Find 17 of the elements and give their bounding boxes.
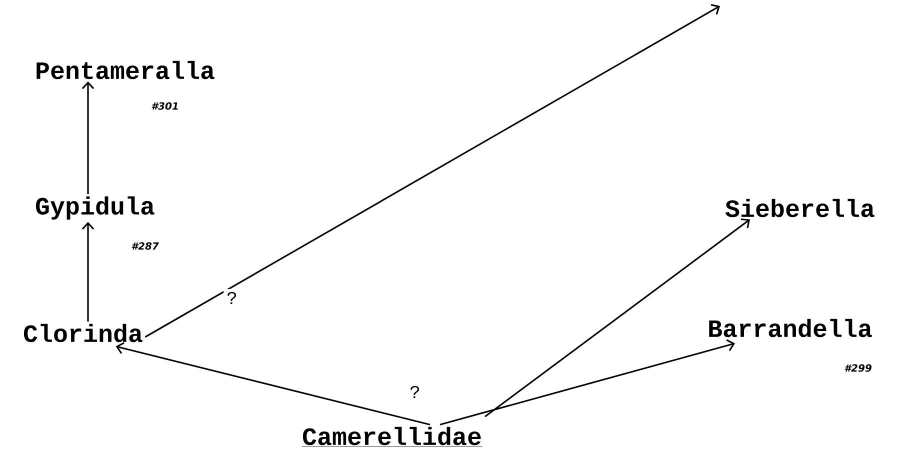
arrow xyxy=(82,81,94,194)
arrow xyxy=(116,342,430,426)
question-mark: ? xyxy=(224,288,240,308)
taxon-name: Sieberella xyxy=(725,198,874,218)
taxon-name: Pentameralla xyxy=(36,60,214,80)
specimen-number: #287 xyxy=(132,242,159,250)
arrow xyxy=(144,4,720,338)
arrow xyxy=(82,222,94,322)
question-mark: ? xyxy=(406,382,424,402)
taxon-name: Barrandella xyxy=(709,318,872,338)
arrow xyxy=(440,339,735,426)
taxon-name: Clorinda xyxy=(24,324,142,342)
taxon-name: Camerellidae xyxy=(302,426,482,447)
specimen-number: #299 xyxy=(844,364,872,372)
taxon-name: Gypidula xyxy=(36,196,154,220)
arrow xyxy=(484,218,750,418)
specimen-number: #301 xyxy=(152,102,178,110)
